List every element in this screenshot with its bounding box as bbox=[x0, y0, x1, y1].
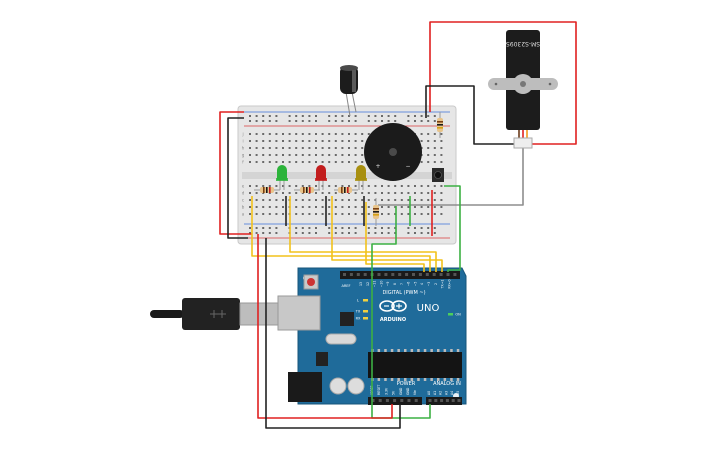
leds bbox=[276, 165, 367, 190]
board-model: UNO bbox=[417, 303, 440, 314]
digital-pin-label: ~10 bbox=[379, 281, 383, 288]
analog-pin-label: A1 bbox=[433, 391, 437, 395]
usb-port[interactable] bbox=[277, 295, 321, 331]
wire-capacitor-leads bbox=[345, 91, 357, 117]
digital-pin-label: 12 bbox=[366, 282, 370, 286]
led-red[interactable] bbox=[315, 165, 327, 190]
wire-green-button[interactable] bbox=[444, 185, 461, 272]
digital-pin-label: TX→1 bbox=[441, 280, 445, 290]
buzzer-plus-label: + bbox=[375, 163, 380, 170]
analog-pin-label: A4 bbox=[450, 391, 454, 395]
row-letter: b bbox=[242, 205, 245, 210]
resistor-led-3[interactable] bbox=[334, 187, 358, 193]
analog-header[interactable] bbox=[426, 397, 462, 405]
analog-header-label: ANALOG IN bbox=[433, 381, 461, 387]
power-pin-label: 3.3V bbox=[384, 387, 388, 395]
digital-pin-label: 8 bbox=[393, 283, 397, 285]
row-letter: h bbox=[242, 146, 245, 151]
row-letter: a bbox=[242, 212, 245, 217]
digital-pin-label: ~9 bbox=[386, 282, 390, 287]
wires bbox=[219, 21, 577, 429]
power-pin-label: 5V bbox=[392, 390, 396, 395]
digital-pin-label: ~6 bbox=[407, 282, 411, 287]
row-letter: d bbox=[242, 191, 245, 196]
crystal-oscillator bbox=[325, 333, 357, 345]
resistor-led-2[interactable] bbox=[294, 187, 320, 193]
led-label-on: ON bbox=[455, 313, 461, 317]
usb-chip bbox=[340, 312, 354, 326]
digital-header-label: DIGITAL (PWM ~) bbox=[382, 290, 425, 296]
wire-black-left[interactable] bbox=[227, 117, 248, 239]
push-button[interactable] bbox=[432, 168, 444, 182]
digital-pin-label: 13 bbox=[359, 282, 363, 286]
power-pin-label: GND bbox=[399, 387, 403, 395]
resistor-pulldown[interactable] bbox=[373, 198, 379, 226]
digital-pin-label: ~5 bbox=[413, 282, 417, 287]
wire-red-left[interactable] bbox=[219, 111, 252, 235]
resistor-led-1[interactable] bbox=[254, 187, 280, 193]
digital-pin-label: ~11 bbox=[373, 281, 377, 288]
digital-pin-label: 7 bbox=[400, 283, 404, 285]
servo-motor[interactable]: SM-S2309S bbox=[488, 30, 558, 149]
power-header-label: POWER bbox=[397, 381, 416, 387]
power-pin-label: RESET bbox=[377, 385, 381, 395]
wire-red-5v[interactable] bbox=[257, 234, 393, 419]
analog-pin-label: A5 bbox=[456, 391, 460, 395]
servo-model-label: SM-S2309S bbox=[506, 40, 540, 47]
wire-red-servo[interactable] bbox=[429, 21, 577, 145]
led-label-tx: TX bbox=[355, 310, 361, 314]
arduino-logo bbox=[379, 300, 407, 312]
wire-green-analog[interactable] bbox=[371, 206, 431, 419]
regulator-chip bbox=[316, 352, 328, 366]
wire-black-servo[interactable] bbox=[425, 85, 516, 145]
aref-label: AREF bbox=[341, 284, 350, 288]
digital-pin-label: RX←0 bbox=[447, 279, 451, 288]
analog-pin-label: A3 bbox=[444, 391, 448, 395]
analog-pin-label: A2 bbox=[439, 391, 443, 395]
power-pin-label: GND bbox=[406, 387, 410, 395]
resistor-top-right[interactable] bbox=[437, 112, 443, 138]
led-yellow[interactable] bbox=[355, 165, 367, 190]
onboard-led-labels: L TX RX ON bbox=[355, 299, 461, 321]
row-letter: j bbox=[241, 132, 243, 137]
usb-cable[interactable] bbox=[150, 298, 279, 330]
buzzer-minus-label: − bbox=[405, 163, 410, 170]
digital-pin-label: 4 bbox=[420, 283, 424, 285]
led-label-l: L bbox=[357, 299, 359, 303]
row-letter: c bbox=[242, 198, 244, 203]
led-green[interactable] bbox=[276, 165, 288, 190]
power-pin-label: Vin bbox=[413, 390, 417, 395]
wire-yellow-1[interactable] bbox=[251, 196, 431, 272]
row-letter: f bbox=[242, 160, 244, 165]
power-jack[interactable] bbox=[288, 372, 322, 402]
wire-gray-servo[interactable] bbox=[378, 148, 524, 206]
wire-black-gnd[interactable] bbox=[265, 238, 401, 429]
atmega-chip bbox=[368, 352, 462, 378]
row-letter: g bbox=[242, 153, 245, 158]
led-label-rx: RX bbox=[356, 317, 361, 321]
board-capacitor-1 bbox=[329, 377, 347, 395]
row-letter: i bbox=[242, 139, 243, 144]
wire-yellow-2[interactable] bbox=[289, 196, 437, 272]
reset-button-cap[interactable] bbox=[307, 278, 315, 286]
digital-pin-label: ~3 bbox=[427, 282, 431, 287]
piezo-buzzer[interactable]: + − bbox=[364, 123, 422, 181]
wire-yellow-3[interactable] bbox=[331, 196, 443, 272]
board-capacitor-2 bbox=[347, 377, 365, 395]
analog-pin-label: A0 bbox=[427, 391, 431, 395]
board-brand: ARDUINO bbox=[380, 317, 406, 323]
electrolytic-capacitor[interactable] bbox=[340, 65, 358, 94]
digital-pin-label: 2 bbox=[434, 283, 438, 285]
row-letter: e bbox=[242, 184, 245, 189]
wire-yellow-4[interactable] bbox=[365, 202, 425, 272]
